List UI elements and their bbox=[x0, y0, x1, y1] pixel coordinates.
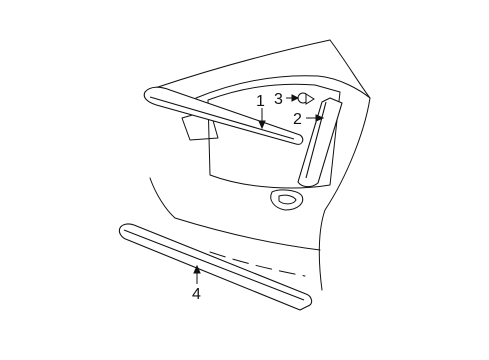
door-handle bbox=[270, 189, 304, 211]
part-3-fastener bbox=[294, 92, 315, 105]
door-frame-upper bbox=[195, 75, 371, 99]
vehicle-body-outline bbox=[149, 39, 371, 291]
lower-body-line bbox=[209, 251, 306, 277]
callout-4: 4 bbox=[192, 286, 201, 303]
callout-3: 3 bbox=[274, 91, 283, 108]
door-rear-edge bbox=[318, 97, 371, 291]
part-2-vertical-molding bbox=[297, 97, 343, 188]
part-1-window-molding bbox=[143, 86, 304, 145]
arrowhead-4 bbox=[193, 264, 201, 274]
arrowhead-2 bbox=[315, 114, 325, 122]
roof-line bbox=[154, 39, 331, 89]
part-4-body-molding bbox=[118, 223, 313, 311]
arrowhead-3 bbox=[291, 94, 300, 102]
callout-1: 1 bbox=[256, 93, 265, 110]
leader-lines bbox=[193, 94, 325, 284]
rear-pillar-line bbox=[329, 39, 371, 99]
door-handle-inner bbox=[278, 194, 297, 205]
callout-2: 2 bbox=[293, 111, 302, 128]
arrowhead-1 bbox=[258, 120, 266, 130]
window-opening bbox=[207, 83, 341, 189]
door-crease-line bbox=[174, 217, 321, 251]
door-front-edge bbox=[149, 177, 176, 219]
